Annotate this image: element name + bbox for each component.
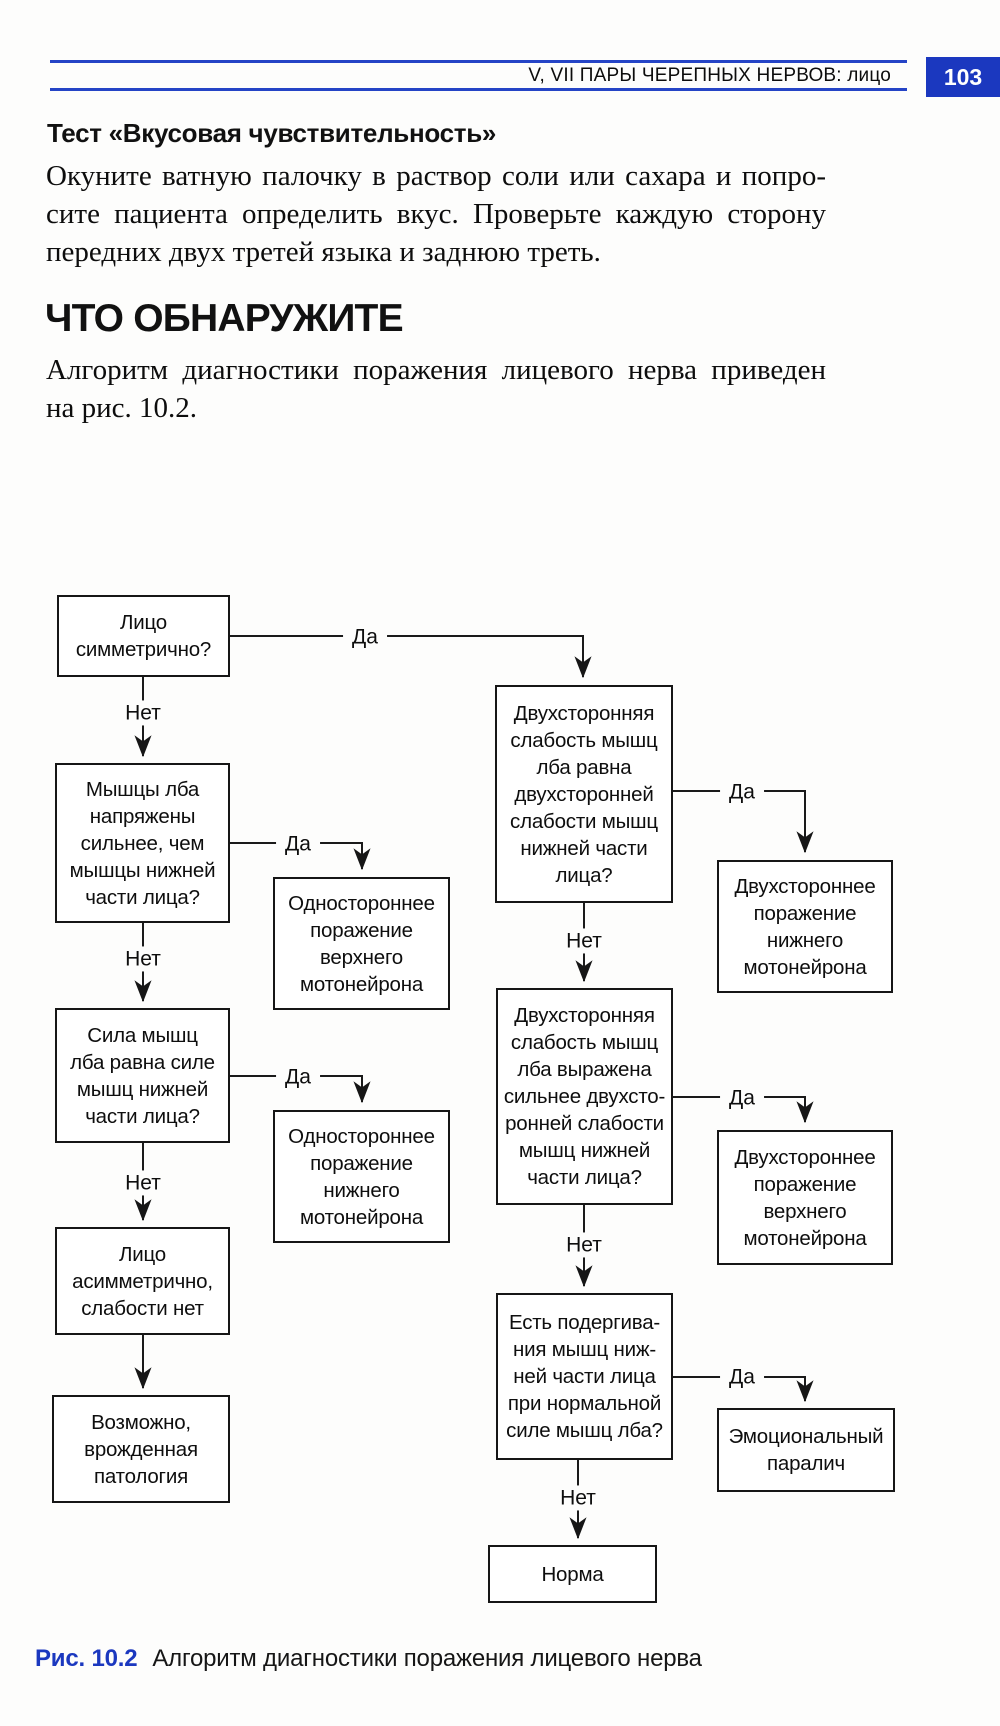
edge-label-yes: Да bbox=[720, 1364, 764, 1390]
edge-label-yes: Да bbox=[276, 1064, 320, 1090]
flowchart-node-q-bilateral-forehead: Двухсторонняя слабость мышц лба выражена… bbox=[496, 988, 673, 1205]
flowchart-node-q-equal-strength: Сила мышц лба равна силе мышц нижней час… bbox=[55, 1008, 230, 1143]
flowchart-node-normal: Норма bbox=[488, 1545, 657, 1603]
taste-test-paragraph: Окуните ватную палочку в раствор соли ил… bbox=[46, 157, 826, 271]
paragraph-line: передних двух третей языка и заднюю трет… bbox=[46, 236, 601, 268]
flowchart-node-unilateral-lower-lesion: Одностороннее поражение нижнего мотонейр… bbox=[273, 1110, 450, 1243]
running-header-title: V, VII ПАРЫ ЧЕРЕПНЫХ НЕРВОВ: лицо bbox=[528, 64, 891, 86]
flowchart-node-bilateral-lower-lesion: Двухстороннее поражение нижнего мотонейр… bbox=[717, 860, 893, 993]
paragraph-line: сите пациента определить вкус. Проверьте… bbox=[46, 198, 826, 230]
edge-label-yes: Да bbox=[720, 1085, 764, 1111]
edge-label-no: Нет bbox=[116, 700, 170, 726]
section-heading-taste-test: Тест «Вкусовая чувствительность» bbox=[47, 118, 497, 148]
edge-symmetry-yes bbox=[230, 635, 592, 679]
flowchart-node-congenital-pathology: Возможно, врожденная патология bbox=[52, 1395, 230, 1503]
flowchart-node-q-bilateral-equal: Двухсторонняя слабость мышц лба равна дв… bbox=[495, 685, 673, 903]
flowchart-node-q-symmetry: Лицо симметрично? bbox=[57, 595, 230, 677]
figure-caption-text: Алгоритм диагностики поражения лицевого … bbox=[152, 1645, 702, 1672]
edge-label-no: Нет bbox=[116, 946, 170, 972]
flowchart-node-asymmetric-no-weakness: Лицо асимметрично, слабости нет bbox=[55, 1227, 230, 1335]
section-heading-findings: ЧТО ОБНАРУЖИТЕ bbox=[45, 297, 404, 340]
flowchart-node-q-twitching: Есть подергива- ния мышц ниж- ней части … bbox=[496, 1293, 673, 1460]
flowchart-node-unilateral-upper-lesion: Одностороннее поражение верхнего мотоней… bbox=[273, 877, 450, 1010]
edge-label-no: Нет bbox=[116, 1170, 170, 1196]
figure-caption: Рис. 10.2 Алгоритм диагностики поражения … bbox=[35, 1645, 702, 1673]
edge-label-yes: Да bbox=[276, 831, 320, 857]
header-rule: V, VII ПАРЫ ЧЕРЕПНЫХ НЕРВОВ: лицо bbox=[50, 60, 907, 91]
flowchart-node-bilateral-upper-lesion: Двухстороннее поражение верхнего мотоней… bbox=[717, 1130, 893, 1265]
flowchart-node-emotional-paralysis: Эмоциональный паралич bbox=[717, 1408, 895, 1492]
edge-label-no: Нет bbox=[551, 1485, 605, 1511]
flowchart-node-q-forehead-stronger: Мышцы лба напряжены сильнее, чем мышцы н… bbox=[55, 763, 230, 923]
findings-paragraph: Алгоритм диагностики поражения лицевого … bbox=[46, 351, 826, 427]
page-number-badge: 103 bbox=[926, 57, 1000, 97]
edge-label-yes: Да bbox=[720, 779, 764, 805]
figure-caption-label: Рис. 10.2 bbox=[35, 1645, 138, 1672]
edge-label-no: Нет bbox=[557, 1232, 611, 1258]
paragraph-line: на рис. 10.2. bbox=[46, 392, 198, 424]
paragraph-line: Окуните ватную палочку в раствор соли ил… bbox=[46, 160, 826, 192]
paragraph-line: Алгоритм диагностики поражения лицевого … bbox=[46, 354, 826, 386]
edge-label-yes: Да bbox=[343, 624, 387, 650]
edge-label-no: Нет bbox=[557, 928, 611, 954]
